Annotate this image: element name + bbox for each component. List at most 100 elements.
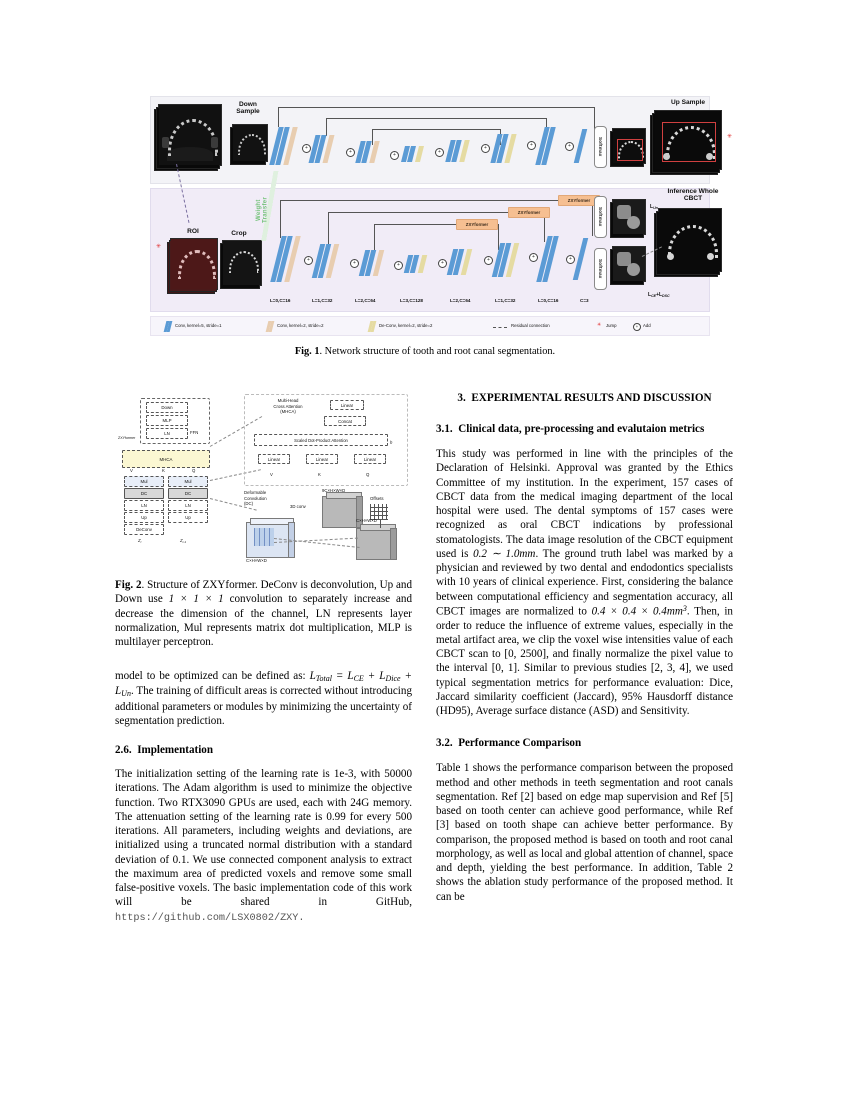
fig2-ffn-group <box>140 398 210 444</box>
b-skip-r <box>592 200 593 236</box>
loss-plus: + <box>656 292 659 298</box>
fig2-cube-right-side <box>390 528 397 560</box>
fig2-ln-box-top: LN <box>146 428 188 439</box>
fig2-dc-box-right: DC <box>168 488 208 499</box>
fig2-detail-q-label: Q <box>366 472 370 477</box>
channel-label: L=3,C=128 <box>400 298 423 303</box>
fig2-cube-mid-top <box>326 492 362 499</box>
loss-math-total-sub: Total <box>315 674 332 684</box>
fig2-mlp-box: MLP <box>146 415 188 426</box>
loss-math-un-sub: Un <box>121 689 131 699</box>
figure-2: ZXYformer Down MLP LN FFN MHCA V K Q Mul… <box>118 392 408 570</box>
channel-label: L=0,C=16 <box>270 298 291 303</box>
section-3-2-paragraph: Table 1 shows the performance comparison… <box>436 761 733 904</box>
fig2-linear-k-box: Linear <box>306 454 338 464</box>
fig2-zxyformer-tag: ZXYformer <box>118 436 136 440</box>
add-symbol: + <box>484 256 493 265</box>
legend-item-conv5: Conv, kernel=5, stride=1 <box>175 323 222 328</box>
add-symbol: + <box>390 151 399 160</box>
loss-ce-subscript: CE <box>651 293 657 298</box>
fig2-zi-subscript: i <box>140 539 142 544</box>
conv-block-top-out <box>573 129 588 163</box>
fig2-cube-left-top <box>250 518 294 525</box>
github-url[interactable]: https://github.com/LSX0802/ZXY. <box>115 912 305 924</box>
weight-transfer-band <box>255 171 283 241</box>
section-3-1-title: Clinical data, pre-processing and evalut… <box>458 423 705 435</box>
fig2-cube-left-side <box>288 522 295 558</box>
deconv-block-top-d2 <box>459 140 470 162</box>
fig2-ln-box-left: LN <box>124 500 164 511</box>
channel-label: L=0,C=16 <box>538 298 559 303</box>
loss-paragraph-text2: . The training of difficult areas is cor… <box>115 685 412 727</box>
skip-connection-inner <box>326 118 546 119</box>
downconv-block-bot-e1 <box>325 244 340 278</box>
downconv-block-top-e0 <box>283 127 298 165</box>
loss-math-un: + L <box>115 670 413 698</box>
prediction-stack-un <box>610 199 646 238</box>
section-3-1-heading: 3.1. Clinical data, pre-processing and e… <box>436 423 733 435</box>
add-symbol: + <box>481 144 490 153</box>
fig2-offsets-label: Offsets <box>370 496 384 501</box>
section-3-1-number: 3.1. <box>436 423 453 435</box>
channel-label: L=2,C=64 <box>450 298 471 303</box>
figure-1-legend: Conv, kernel=5, stride=1 Conv, kernel=2,… <box>150 316 710 336</box>
fig2-mul-box-right: Mul <box>168 476 208 487</box>
fig2-cube-right-top <box>360 524 396 531</box>
skip-l <box>278 107 279 127</box>
softmax-bottom-ce: Softmax <box>594 248 607 290</box>
section-3-heading: 3. EXPERIMENTAL RESULTS AND DISCUSSION <box>436 392 733 404</box>
down-sample-label: Down Sample <box>236 101 260 116</box>
legend-item-conv2: Conv, kernel=2, stride=2 <box>277 323 324 328</box>
implementation-text: The initialization setting of the learni… <box>115 768 412 909</box>
fig2-zi-label: Zi <box>138 538 142 544</box>
add-symbol: + <box>350 259 359 268</box>
deconv-block-top-d1 <box>504 134 517 163</box>
b-skip-r2 <box>544 212 545 242</box>
roi-stack <box>167 238 218 294</box>
fig2-ln-box-right: LN <box>168 500 208 511</box>
weight-transfer-label: Weight Transfer <box>256 196 269 224</box>
figure-2-caption-part2: convolution to separately increase and d… <box>115 593 412 648</box>
add-symbol: + <box>302 144 311 153</box>
skip-connection-inner2 <box>372 129 500 130</box>
downconv-block-top-e1 <box>322 135 335 163</box>
inference-result-stack <box>654 208 722 277</box>
left-column: Fig. 2. Structure of ZXYformer. DeConv i… <box>115 578 412 925</box>
figure-1-caption-text: . Network structure of tooth and root ca… <box>319 346 556 357</box>
fig2-down-box: Down <box>146 402 188 413</box>
legend-item-residual: Residual connection <box>511 323 550 328</box>
section-3-2-heading: 3.2. Performance Comparison <box>436 737 733 749</box>
deconv-block-top-bottleneck <box>415 146 425 162</box>
section-2-6-number: 2.6. <box>115 744 132 757</box>
loss-dsc-subscript: DSC <box>662 293 670 298</box>
deconv-block-bot-d1 <box>505 243 520 277</box>
fig2-h-label: h <box>390 440 393 445</box>
fig2-dim-in-label: C×H×W×D <box>246 558 267 563</box>
figure-2-caption-math: 1 × 1 × 1 <box>168 593 224 606</box>
fig2-mhca-box: MHCA <box>122 450 210 468</box>
legend-swatch-conv2 <box>265 321 275 332</box>
add-symbol: + <box>565 142 574 151</box>
figure-1: Down Sample <box>150 96 732 336</box>
crop-stack <box>220 240 262 289</box>
downconv-block-top-e2 <box>369 141 380 163</box>
section-2-6-title: Implementation <box>137 744 213 757</box>
add-symbol: + <box>566 255 575 264</box>
fig2-linear-v-box: Linear <box>258 454 290 464</box>
add-symbol: + <box>304 256 313 265</box>
normalization-math: 0.4 × 0.4 × 0.4mm <box>591 605 683 618</box>
fig2-up-box-right: Up <box>168 512 208 523</box>
figure-2-caption: Fig. 2. Structure of ZXYformer. DeConv i… <box>115 578 412 649</box>
skip-r <box>594 107 595 131</box>
fig2-offsets-to-out <box>380 520 381 528</box>
add-symbol: + <box>529 253 538 262</box>
prediction-stack-top <box>610 128 646 167</box>
softmax-label: Softmax <box>598 137 603 157</box>
fig2-linear-top-box: Linear <box>330 400 364 410</box>
channel-label: L=2,C=64 <box>355 298 376 303</box>
section-3-2-text: Table 1 shows the performance comparison… <box>436 762 733 903</box>
section-3-2-number: 3.2. <box>436 737 453 750</box>
conv-block-bot-d0 <box>536 236 559 282</box>
fig2-dim-out-label: C×H×W×D <box>356 518 377 523</box>
